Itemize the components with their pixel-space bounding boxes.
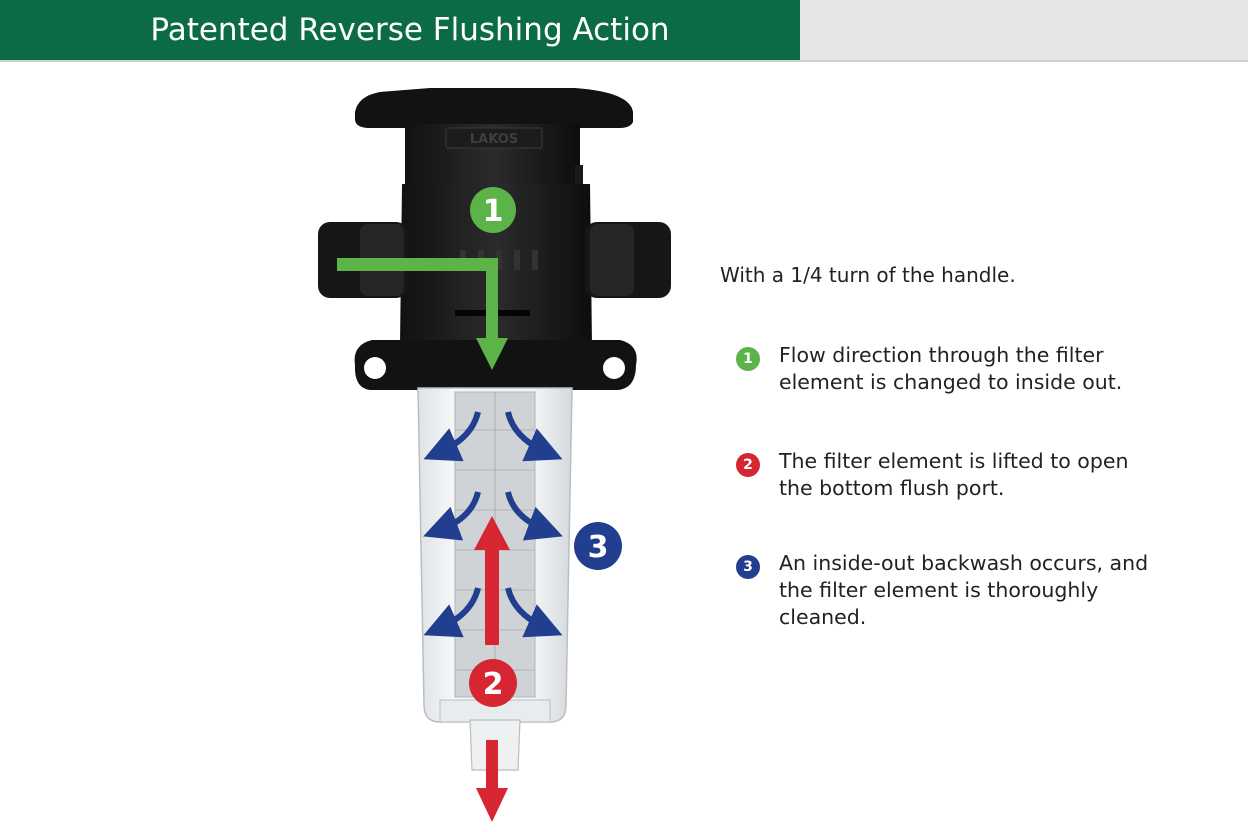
badge-2-label: 2 <box>483 667 504 702</box>
backwash-arrow <box>505 491 563 541</box>
step-1-text: Flow direction through the filter elemen… <box>779 343 1123 394</box>
inlet-flow-arrow <box>337 258 508 370</box>
badge-3-label: 3 <box>588 530 609 565</box>
backwash-arrow <box>505 411 563 462</box>
badge-1-label: 1 <box>483 194 504 229</box>
badge-1-circle <box>470 187 516 233</box>
backwash-arrow <box>423 587 481 638</box>
header-bar: Patented Reverse Flushing Action <box>0 0 1248 60</box>
filter-diagram: LAKOS <box>318 88 671 822</box>
backwash-arrow <box>423 411 481 462</box>
badge-2-circle <box>469 659 517 707</box>
step-3-badge: 3 <box>736 555 760 579</box>
flush-port-arrow <box>476 740 508 822</box>
step-1-badge: 1 <box>736 347 760 371</box>
page-title: Patented Reverse Flushing Action <box>150 12 670 48</box>
backwash-arrows <box>423 411 563 638</box>
step-2-text: The filter element is lifted to open the… <box>779 449 1129 500</box>
step-3-text: An inside-out backwash occurs, and the f… <box>779 551 1149 629</box>
header-title-band <box>0 0 800 60</box>
housing-brand-label: LAKOS <box>470 132 518 147</box>
backwash-arrow <box>423 491 481 541</box>
step-2-badge: 2 <box>736 453 760 477</box>
intro-text: With a 1/4 turn of the handle. <box>720 263 1016 287</box>
badge-3-circle <box>574 522 622 570</box>
header-divider <box>0 60 1248 62</box>
backwash-arrow <box>505 587 563 638</box>
lift-arrow <box>474 516 510 645</box>
